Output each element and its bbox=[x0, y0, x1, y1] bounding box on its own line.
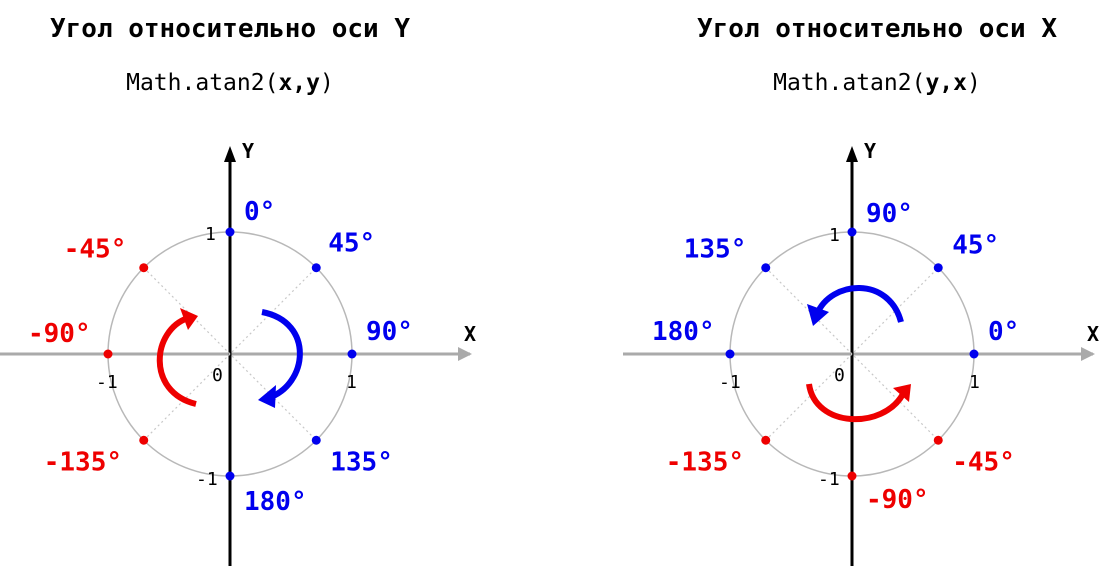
angle-label: -45° bbox=[64, 235, 127, 265]
angle-point bbox=[847, 227, 857, 237]
tick-y-neg: -1 bbox=[818, 469, 840, 490]
angle-point bbox=[761, 263, 771, 273]
tick-x-pos: 1 bbox=[969, 372, 980, 393]
angle-points: 0° 45° 90° 135° 180° -45° -90° -135° bbox=[652, 199, 1019, 515]
angle-point bbox=[725, 349, 735, 359]
tick-y-pos: 1 bbox=[205, 224, 216, 245]
diagonal-guide-line bbox=[765, 267, 939, 441]
angle-label: 135° bbox=[684, 235, 747, 265]
panel-angle-from-x: Угол относительно оси X Math.atan2(y,x) … bbox=[553, 0, 1105, 568]
tick-x-neg: -1 bbox=[96, 372, 118, 393]
angle-label: 135° bbox=[330, 447, 393, 477]
angle-label: 90° bbox=[866, 199, 913, 229]
angle-label: 45° bbox=[952, 231, 999, 261]
panel-title: Угол относительно оси Y bbox=[49, 14, 411, 44]
formula-arg1: x bbox=[278, 70, 293, 96]
arrowhead-icon bbox=[807, 304, 829, 326]
angle-point bbox=[847, 471, 857, 481]
formula-prefix: Math.atan2( bbox=[126, 70, 279, 96]
tick-y-neg: -1 bbox=[196, 469, 218, 490]
x-axis-arrow-icon bbox=[1081, 347, 1095, 361]
rotation-arrow-counterclockwise bbox=[807, 285, 904, 326]
angle-label: 180° bbox=[244, 487, 307, 517]
tick-y-pos: 1 bbox=[829, 225, 840, 246]
angle-point bbox=[933, 263, 943, 273]
angle-point bbox=[139, 263, 149, 273]
formula-arg2: x bbox=[953, 70, 968, 96]
angle-point bbox=[225, 227, 235, 237]
angle-point bbox=[103, 349, 113, 359]
diagonal-guides bbox=[765, 267, 939, 441]
formula-suffix: ) bbox=[320, 70, 334, 96]
y-axis-arrow-icon bbox=[846, 146, 858, 162]
formula-arg2: y bbox=[306, 70, 321, 96]
angle-points: 0° 45° 90° 135° 180° -45° -90° -135° bbox=[28, 197, 413, 517]
x-axis-label: X bbox=[1087, 322, 1099, 346]
diagonal-guide-line bbox=[143, 267, 317, 441]
y-axis-label: Y bbox=[864, 139, 876, 163]
angle-point bbox=[311, 435, 321, 445]
angle-label: 0° bbox=[988, 317, 1019, 347]
angle-point bbox=[761, 435, 771, 445]
unit-circle-diagram: X Y 1 -1 1 -1 0 0° 45° 90° 135° 180° -45° -90°… bbox=[623, 139, 1099, 566]
unit-circle-diagram: X Y 1 -1 1 -1 0 0° 45° 90° 135° 180° -45° -90°… bbox=[0, 139, 476, 566]
angle-label: 90° bbox=[366, 317, 413, 347]
angle-point bbox=[225, 471, 235, 481]
angle-label: -135° bbox=[666, 447, 744, 477]
tick-x-neg: -1 bbox=[719, 372, 741, 393]
rotation-arrow-clockwise bbox=[806, 383, 911, 423]
rotation-arrow-clockwise bbox=[258, 309, 303, 408]
formula-sep: , bbox=[292, 70, 307, 96]
angle-point bbox=[347, 349, 357, 359]
arrowhead-icon bbox=[893, 384, 911, 402]
angle-label: -90° bbox=[866, 485, 929, 515]
arrowhead-icon bbox=[258, 385, 276, 408]
tick-origin: 0 bbox=[834, 365, 845, 386]
rotation-arrow-counterclockwise bbox=[156, 308, 198, 407]
formula-arg1: y bbox=[925, 70, 940, 96]
diagonal-guides bbox=[143, 267, 317, 441]
angle-label: -135° bbox=[44, 447, 122, 477]
formula: Math.atan2(y,x) bbox=[647, 70, 1105, 96]
formula-sep: , bbox=[939, 70, 954, 96]
angle-point bbox=[139, 435, 149, 445]
angle-label: 45° bbox=[328, 229, 375, 259]
angle-label: -90° bbox=[28, 319, 91, 349]
y-axis-arrow-icon bbox=[224, 146, 236, 162]
angle-point bbox=[311, 263, 321, 273]
angle-point bbox=[969, 349, 979, 359]
tick-x-pos: 1 bbox=[346, 372, 357, 393]
formula: Math.atan2(x,y) bbox=[0, 70, 460, 96]
tick-origin: 0 bbox=[212, 365, 223, 386]
x-axis-arrow-icon bbox=[458, 347, 472, 361]
formula-prefix: Math.atan2( bbox=[773, 70, 926, 96]
arrowhead-icon bbox=[180, 308, 198, 330]
formula-suffix: ) bbox=[967, 70, 981, 96]
panel-angle-from-y: Угол относительно оси Y Math.atan2(x,y) … bbox=[0, 0, 552, 568]
y-axis-label: Y bbox=[242, 139, 254, 163]
panel-title: Угол относительно оси X bbox=[696, 14, 1058, 44]
angle-label: 0° bbox=[244, 197, 275, 227]
x-axis-label: X bbox=[464, 322, 476, 346]
angle-label: 180° bbox=[652, 317, 715, 347]
angle-point bbox=[933, 435, 943, 445]
angle-label: -45° bbox=[952, 447, 1015, 477]
